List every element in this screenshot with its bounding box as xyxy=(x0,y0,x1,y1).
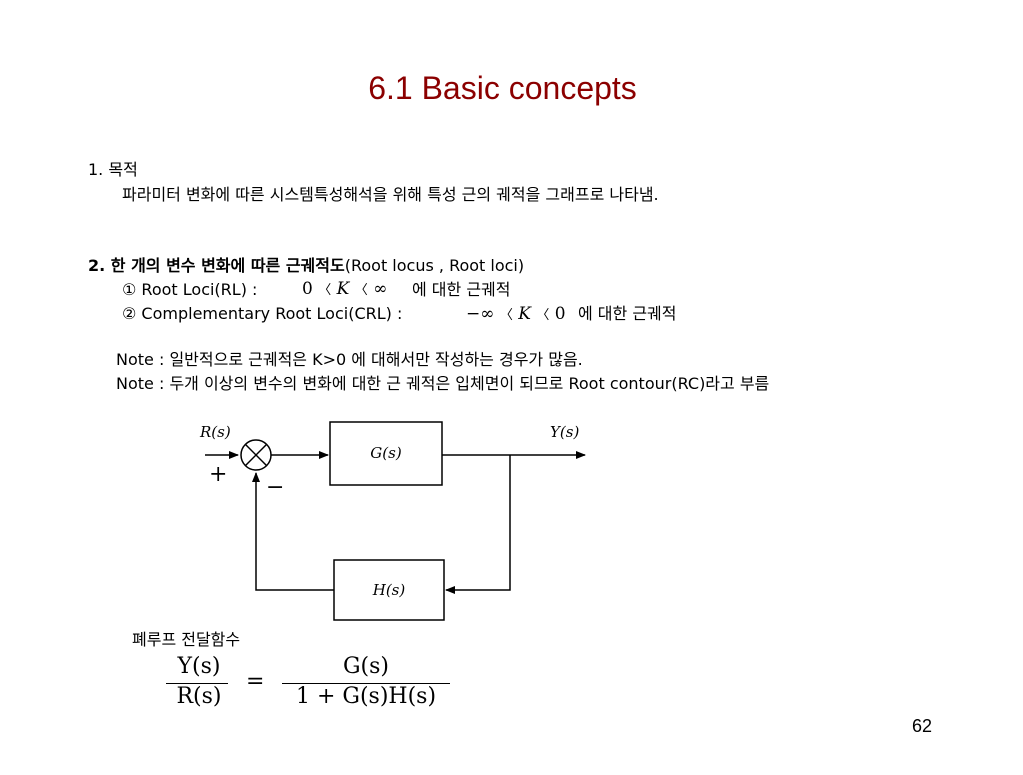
feedback-path-right xyxy=(445,455,511,594)
output-label: Y(s) xyxy=(550,423,579,441)
crl-k: K xyxy=(518,304,531,324)
input-label: R(s) xyxy=(199,423,231,441)
rl-lt1: 〈 xyxy=(318,283,332,298)
crl-lt2: 〈 xyxy=(536,308,550,323)
rl-inf: ∞ xyxy=(373,279,388,299)
section1-body: 파라미터 변화에 따른 시스템특성해석을 위해 특성 근의 궤적을 그래프로 나… xyxy=(122,185,659,204)
crl-inequality: −∞ 〈 K 〈 0 xyxy=(466,304,566,324)
rl-lt2: 〈 xyxy=(354,283,368,298)
plus-sign: + xyxy=(209,462,227,487)
rl-inequality: 0 〈 K 〈 ∞ xyxy=(302,279,387,299)
lhs-numerator: Y(s) xyxy=(177,654,221,679)
equals-sign: = xyxy=(246,669,265,694)
transfer-heading: 폐루프 전달함수 xyxy=(132,630,241,649)
crl-zero: 0 xyxy=(554,304,566,324)
feedback-block-label: H(s) xyxy=(372,581,406,599)
crl-neginf: −∞ xyxy=(466,304,495,324)
note-2: Note : 두개 이상의 변수의 변화에 대한 근 궤적은 입체면이 되므로 … xyxy=(116,374,770,393)
feedback-block xyxy=(333,559,445,621)
crl-lt1: 〈 xyxy=(499,308,513,323)
minus-sign: − xyxy=(266,475,284,500)
lhs-fraction-bar xyxy=(166,683,228,684)
section2-heading-rest: (Root locus , Root loci) xyxy=(344,256,525,275)
forward-block xyxy=(329,421,443,486)
forward-block-label: G(s) xyxy=(370,444,402,462)
page-title: 6.1 Basic concepts xyxy=(368,70,637,106)
rhs-fraction-bar xyxy=(282,683,450,684)
rl-item-label: ① Root Loci(RL) : xyxy=(122,280,258,299)
lhs-denominator: R(s) xyxy=(176,684,222,709)
crl-item-suffix: 에 대한 근궤적 xyxy=(578,304,677,323)
page-number: 62 xyxy=(912,716,933,736)
crl-item-label: ② Complementary Root Loci(CRL) : xyxy=(122,304,403,323)
feedback-path-left xyxy=(252,472,334,591)
note-1: Note : 일반적으로 근궤적은 K>0 에 대해서만 작성하는 경우가 많음… xyxy=(116,350,583,369)
rl-k: K xyxy=(336,279,350,299)
section1-heading: 1. 목적 xyxy=(88,160,138,179)
rhs-numerator: G(s) xyxy=(342,654,390,679)
rl-item-suffix: 에 대한 근궤적 xyxy=(412,280,511,299)
rl-zero: 0 xyxy=(302,279,313,299)
section2-heading-bold: 2. 한 개의 변수 변화에 따른 근궤적도 xyxy=(88,256,345,275)
section2-heading: 2. 한 개의 변수 변화에 따른 근궤적도(Root locus , Root… xyxy=(88,256,524,276)
summing-junction xyxy=(240,439,272,471)
rhs-denominator: 1 + G(s)H(s) xyxy=(295,684,437,709)
